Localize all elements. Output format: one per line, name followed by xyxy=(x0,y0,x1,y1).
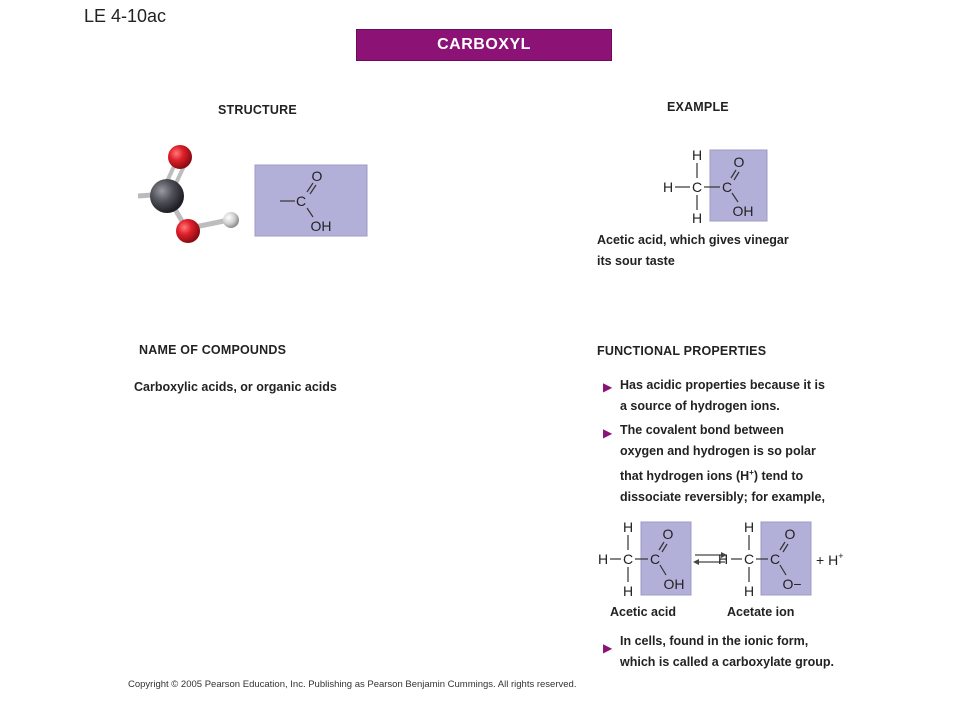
left-atom-h-bottom: H xyxy=(623,583,633,599)
structure-heading: STRUCTURE xyxy=(218,103,297,117)
bullet2-line1: The covalent bond between xyxy=(620,423,784,437)
shaded-box xyxy=(254,164,368,237)
shaded-box xyxy=(709,149,768,222)
hydrogen-atom xyxy=(223,212,239,228)
section-banner: CARBOXYL xyxy=(356,29,612,61)
bullet2-line3: that hydrogen ions (H+) tend to xyxy=(620,462,825,487)
plus-h-ion: + H+ xyxy=(816,551,843,568)
bullet2-line3-sup: + xyxy=(749,468,754,477)
bullet2-line4: dissociate reversibly; for example, xyxy=(620,490,825,505)
copyright-notice: Copyright © 2005 Pearson Education, Inc.… xyxy=(128,679,577,690)
atom-h-top: H xyxy=(692,147,702,163)
figure-label: LE 4-10ac xyxy=(84,6,167,26)
example-caption-line1: Acetic acid, which gives vinegar xyxy=(597,233,789,247)
plus-h-sup: + xyxy=(838,551,843,561)
atom-c-methyl: C xyxy=(692,179,702,195)
property-bullet-2: The covalent bond between oxygen and hyd… xyxy=(620,420,825,508)
ball-and-stick-model xyxy=(137,145,239,243)
acetic-acid-label: Acetic acid xyxy=(610,605,677,619)
right-atom-h-left: H xyxy=(718,551,728,567)
left-atom-h-top: H xyxy=(623,519,633,535)
shaded-box-left xyxy=(640,521,692,596)
bullet-arrow-icon: ▶ xyxy=(603,380,613,394)
name-of-compounds-heading: NAME OF COMPOUNDS xyxy=(139,343,287,357)
example-caption: Acetic acid, which gives vinegar its sou… xyxy=(597,230,789,272)
bullet1-line2: a source of hydrogen ions. xyxy=(620,399,780,413)
atom-h-left: H xyxy=(663,179,673,195)
name-of-compounds-text: Carboxylic acids, or organic acids xyxy=(134,380,337,394)
atom-h-bottom: H xyxy=(692,210,702,226)
bullet3-line2: which is called a carboxylate group. xyxy=(620,655,834,669)
left-atom-o: O xyxy=(663,526,674,542)
right-atom-h-bottom: H xyxy=(744,583,754,599)
functional-properties-heading: FUNCTIONAL PROPERTIES xyxy=(597,344,767,358)
bullet2-line3-post: ) tend to xyxy=(753,469,804,484)
bullet-arrow-icon: ▶ xyxy=(603,426,613,440)
example-caption-line2: its sour taste xyxy=(597,254,675,268)
bullet2-line2: oxygen and hydrogen is so polar xyxy=(620,444,816,458)
atom-o: O xyxy=(312,168,323,184)
atom-c-carboxyl: C xyxy=(722,179,732,195)
equilibrium-arrows-icon xyxy=(693,552,727,565)
right-atom-o-minus: O− xyxy=(782,576,801,592)
atom-oh: OH xyxy=(733,203,754,219)
property-bullet-1: Has acidic properties because it is a so… xyxy=(620,375,825,417)
left-atom-h-left: H xyxy=(598,551,608,567)
acetic-acid-formula: H H C H C O OH xyxy=(663,147,768,226)
oxygen-atom-bottom xyxy=(176,219,200,243)
left-atom-c1: C xyxy=(623,551,633,567)
right-atom-h-top: H xyxy=(744,519,754,535)
bullet-arrow-icon: ▶ xyxy=(603,641,613,655)
oxygen-atom-top xyxy=(168,145,192,169)
right-atom-c1: C xyxy=(744,551,754,567)
left-atom-oh: OH xyxy=(664,576,685,592)
carbon-atom xyxy=(150,179,184,213)
bullet2-line3-pre: that hydrogen ions (H xyxy=(620,469,750,484)
dissociation-reaction: H H C H C O OH H H C H C O O− + H+ xyxy=(598,519,844,599)
carboxyl-structural-formula: C O OH xyxy=(254,164,368,237)
plus-h-text: + H xyxy=(816,552,838,568)
atom-oh: OH xyxy=(311,218,332,234)
right-atom-c2: C xyxy=(770,551,780,567)
example-heading: EXAMPLE xyxy=(667,100,729,114)
atom-o: O xyxy=(734,154,745,170)
atom-c: C xyxy=(296,193,306,209)
property-bullet-3: In cells, found in the ionic form, which… xyxy=(620,631,834,673)
left-atom-c2: C xyxy=(650,551,660,567)
bullet1-line1: Has acidic properties because it is xyxy=(620,378,825,392)
acetate-ion-label: Acetate ion xyxy=(727,605,795,619)
bullet3-line1: In cells, found in the ionic form, xyxy=(620,634,809,648)
shaded-box-right xyxy=(760,521,812,596)
right-atom-o: O xyxy=(785,526,796,542)
